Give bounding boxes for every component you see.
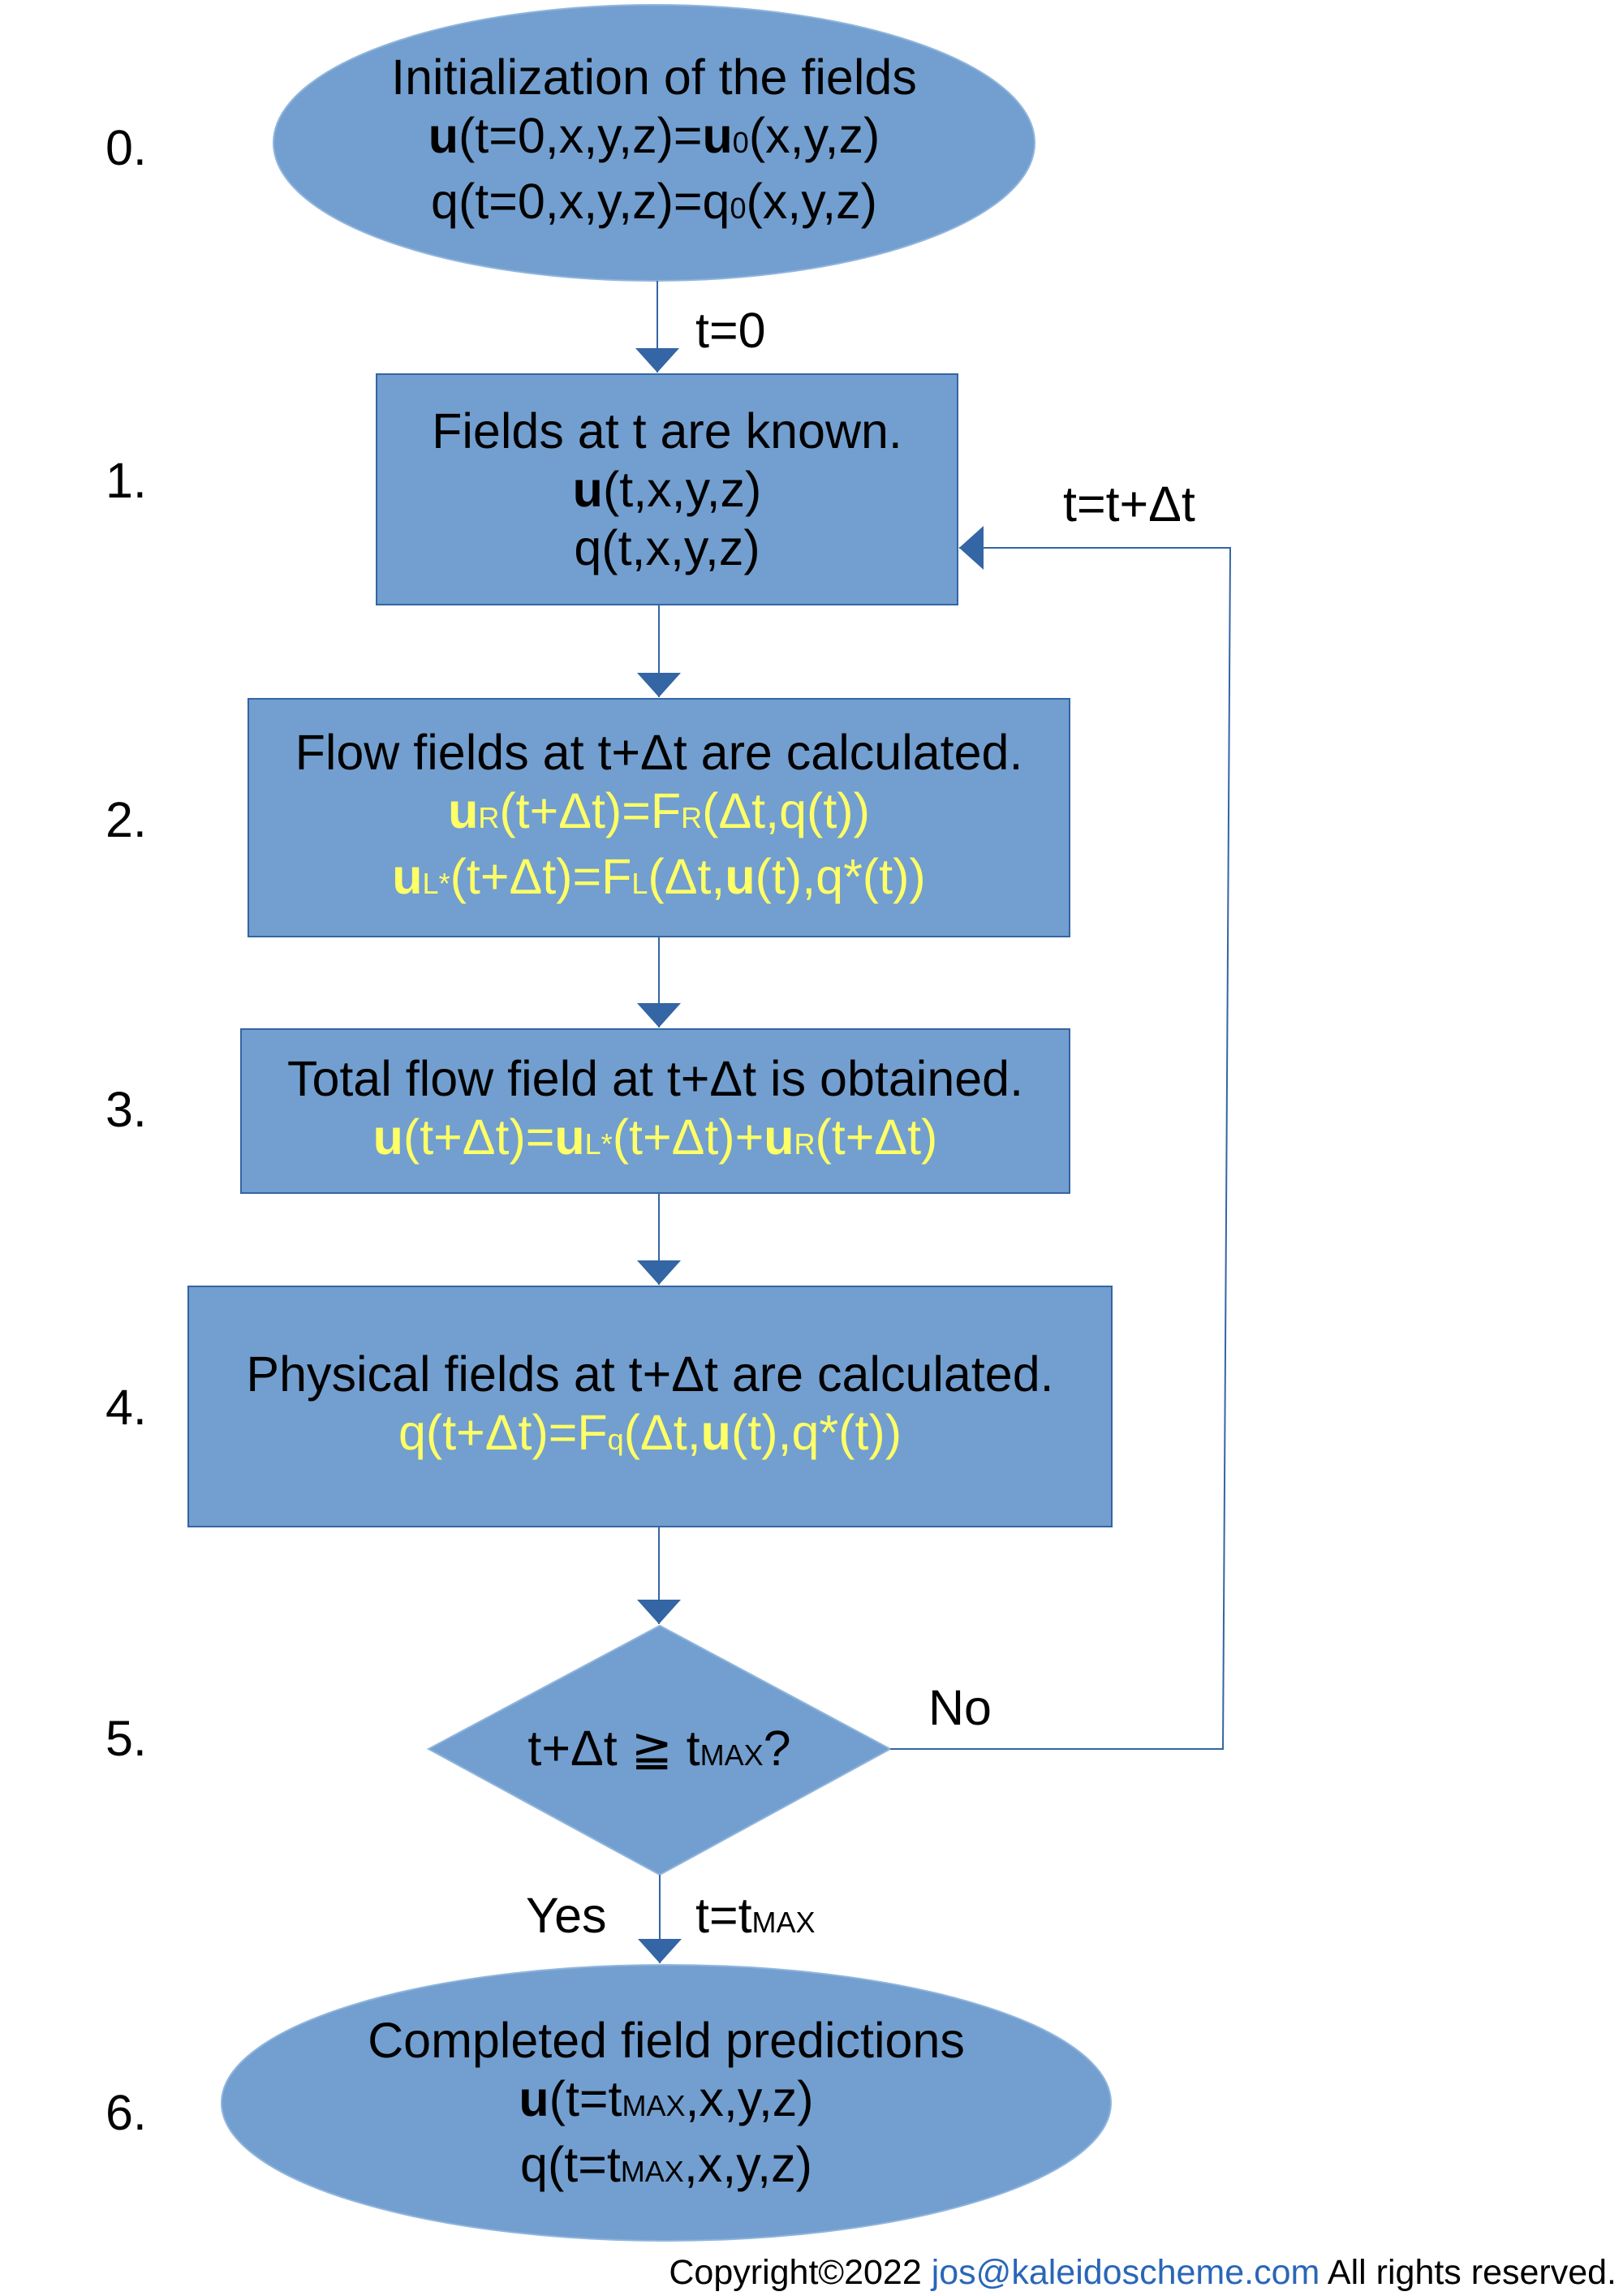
flow-node-text: Flow fields at t+Δt are calculated. uR(t… [248,699,1070,937]
step-number-1: 1. [105,453,147,508]
init-ellipse [273,4,1035,282]
known-node-text: Fields at t are known. u(t,x,y,z) q(t,x,… [377,374,958,605]
physical-box [187,1286,1113,1527]
complete-node-text: Completed field predictions u(t=tMAX,x,y… [222,1997,1111,2216]
label-t0: t=0 [695,303,766,358]
flow-ul-equation: uL*(t+Δt)=FL(Δt,u(t),q*(t)) [392,848,926,904]
decision-condition: t+Δt ≧ tMAX? [527,1720,791,1776]
step-number-4: 4. [105,1380,147,1435]
complete-title: Completed field predictions [368,2013,965,2068]
label-loop: t=t+Δt [1063,476,1195,532]
copyright-footer: Copyright©2022 jos@kaleidoscheme.com All… [669,2253,1617,2292]
complete-q-equation: q(t=tMAX,x,y,z) [520,2137,812,2192]
total-title: Total flow field at t+Δt is obtained. [286,1050,1024,1106]
known-title: Fields at t are known. [432,403,902,459]
step-number-6: 6. [105,2085,147,2140]
physical-title: Physical fields at t+Δt are calculated. [246,1346,1054,1402]
init-title: Initialization of the fields [391,50,917,105]
known-box [376,373,958,605]
complete-ellipse [221,1964,1112,2242]
known-u-equation: u(t,x,y,z) [572,462,762,517]
total-box [240,1028,1070,1194]
init-u-equation: u(t=0,x,y,z)=u0(x,y,z) [428,108,880,163]
init-node-text: Initialization of the fields u(t=0,x,y,z… [273,29,1035,256]
label-no: No [928,1680,992,1735]
step-number-3: 3. [105,1082,147,1137]
flow-ur-equation: uR(t+Δt)=FR(Δt,q(t)) [448,782,870,838]
physical-equation: q(t+Δt)=Fq(Δt,u(t),q*(t)) [398,1404,902,1460]
flow-title: Flow fields at t+Δt are calculated. [295,724,1023,780]
arrow-loop-back [890,526,1232,1750]
email-link[interactable]: jos@kaleidoscheme.com [931,2253,1320,2292]
total-node-text: Total flow field at t+Δt is obtained. u(… [241,1029,1070,1193]
complete-u-equation: u(t=tMAX,x,y,z) [519,2071,814,2126]
physical-node-text: Physical fields at t+Δt are calculated. … [188,1286,1112,1527]
flow-box [248,698,1070,937]
decision-node-text: t+Δt ≧ tMAX? [428,1719,890,1784]
known-q-equation: q(t,x,y,z) [574,520,760,575]
step-number-5: 5. [105,1711,147,1766]
step-number-2: 2. [105,792,147,847]
total-equation: u(t+Δt)=uL*(t+Δt)+uR(t+Δt) [372,1109,938,1165]
init-q-equation: q(t=0,x,y,z)=q0(x,y,z) [431,174,877,229]
label-yes: Yes [526,1888,607,1943]
step-number-0: 0. [105,120,147,175]
label-tmax: t=tMAX [695,1888,816,1943]
